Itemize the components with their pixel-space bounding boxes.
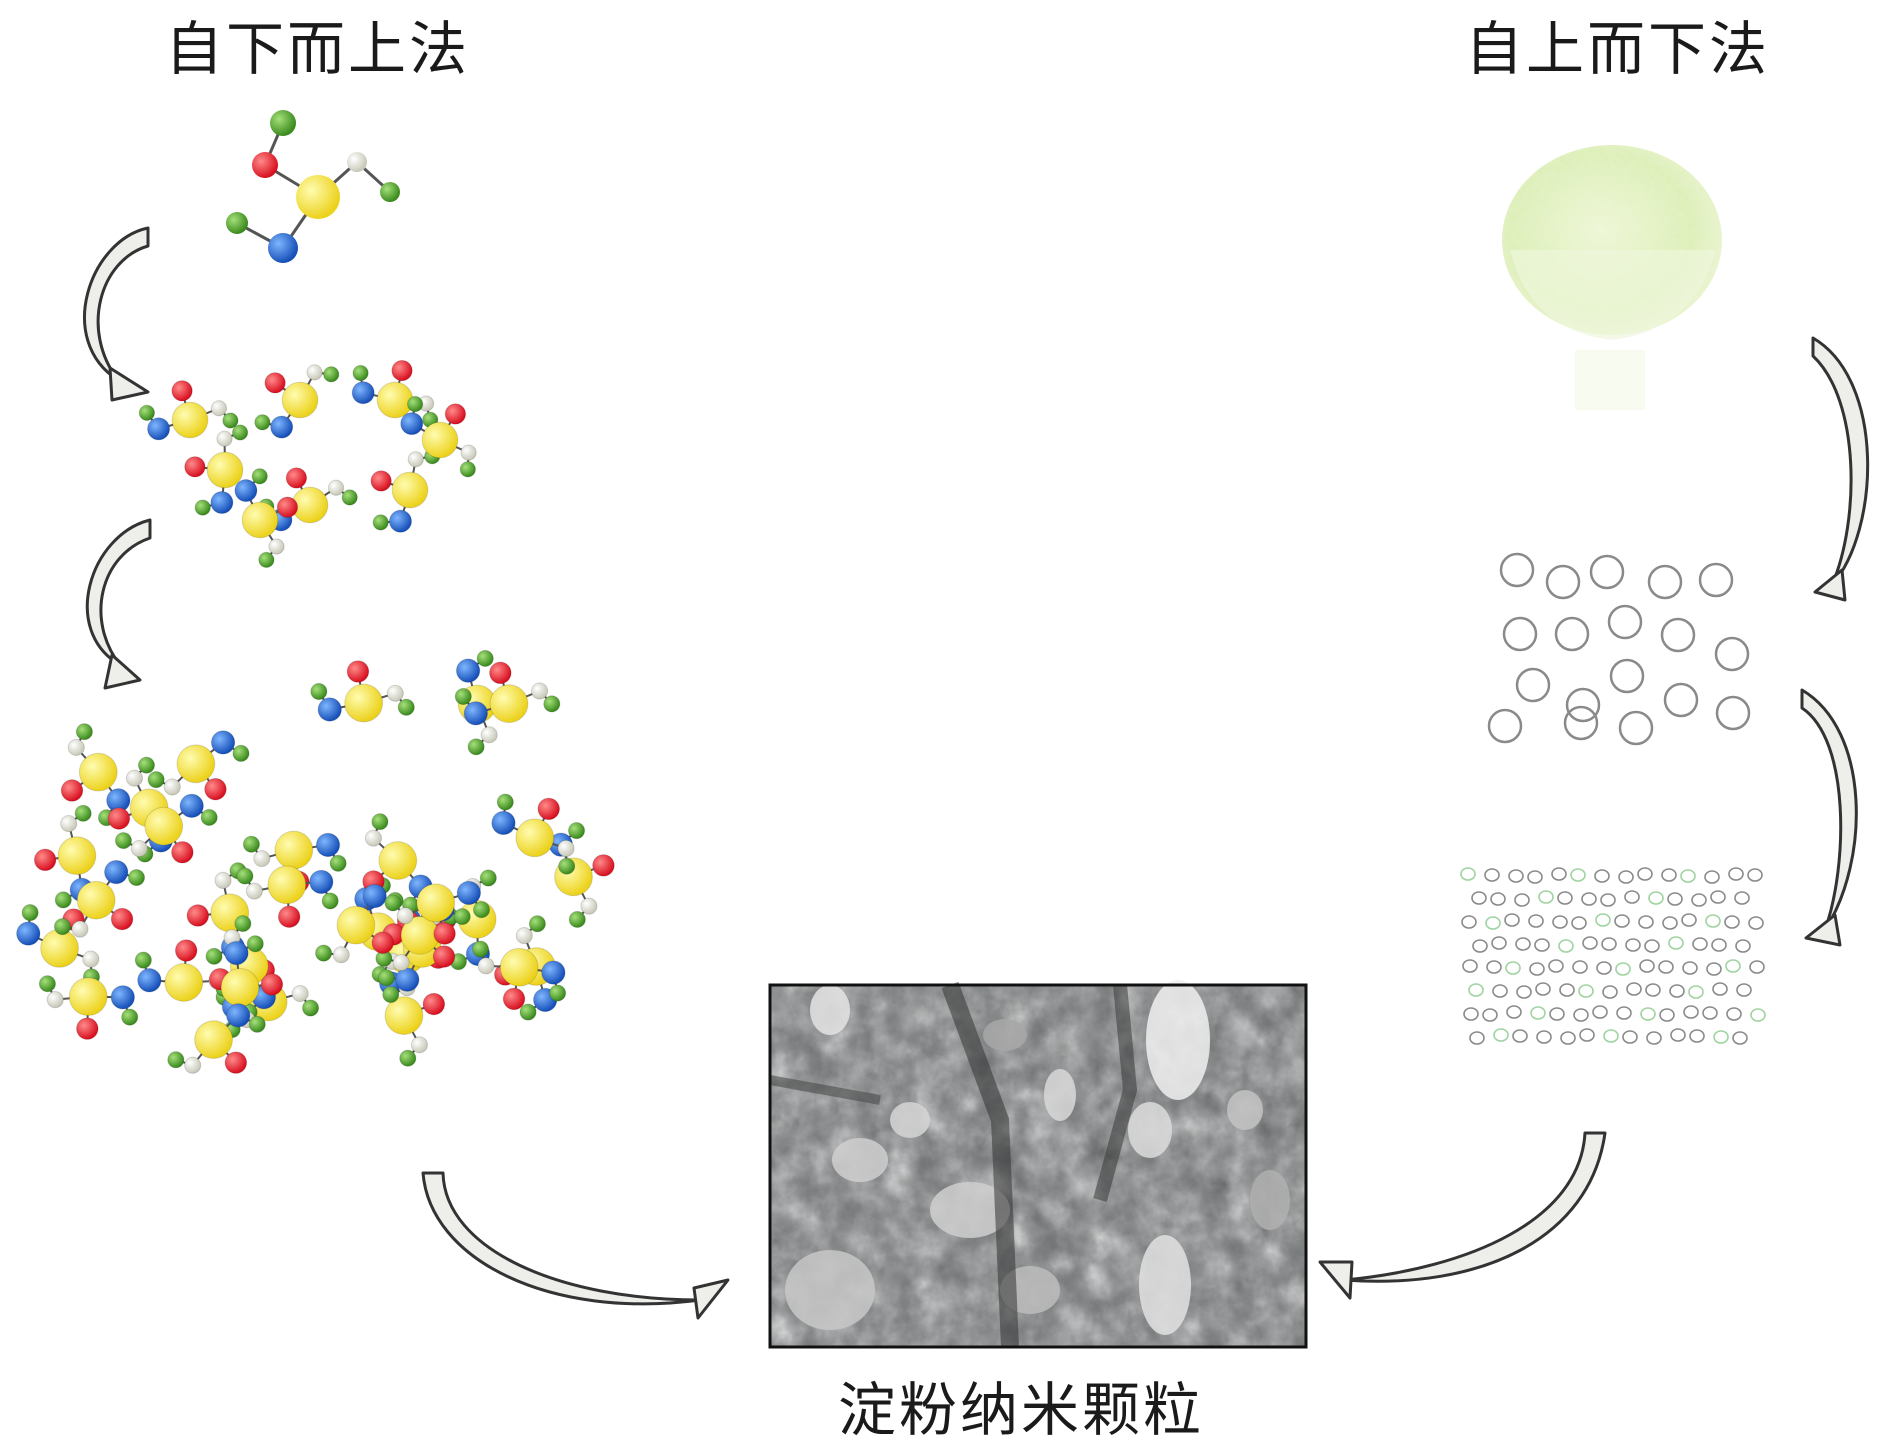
starch-particles-large <box>1489 554 1749 744</box>
molecule-large-cluster <box>17 650 615 1073</box>
starch-particles-small <box>1461 868 1765 1044</box>
starch-powder-pile <box>1502 145 1722 410</box>
bottom-up-title: 自下而上法 <box>165 2 470 86</box>
molecule-chain-cluster <box>139 360 476 567</box>
sem-micrograph <box>770 980 1306 1347</box>
top-down-title: 自上而下法 <box>1465 2 1770 86</box>
single-molecule <box>226 110 400 263</box>
starch-nanoparticles-caption: 淀粉纳米颗粒 <box>838 1363 1204 1447</box>
